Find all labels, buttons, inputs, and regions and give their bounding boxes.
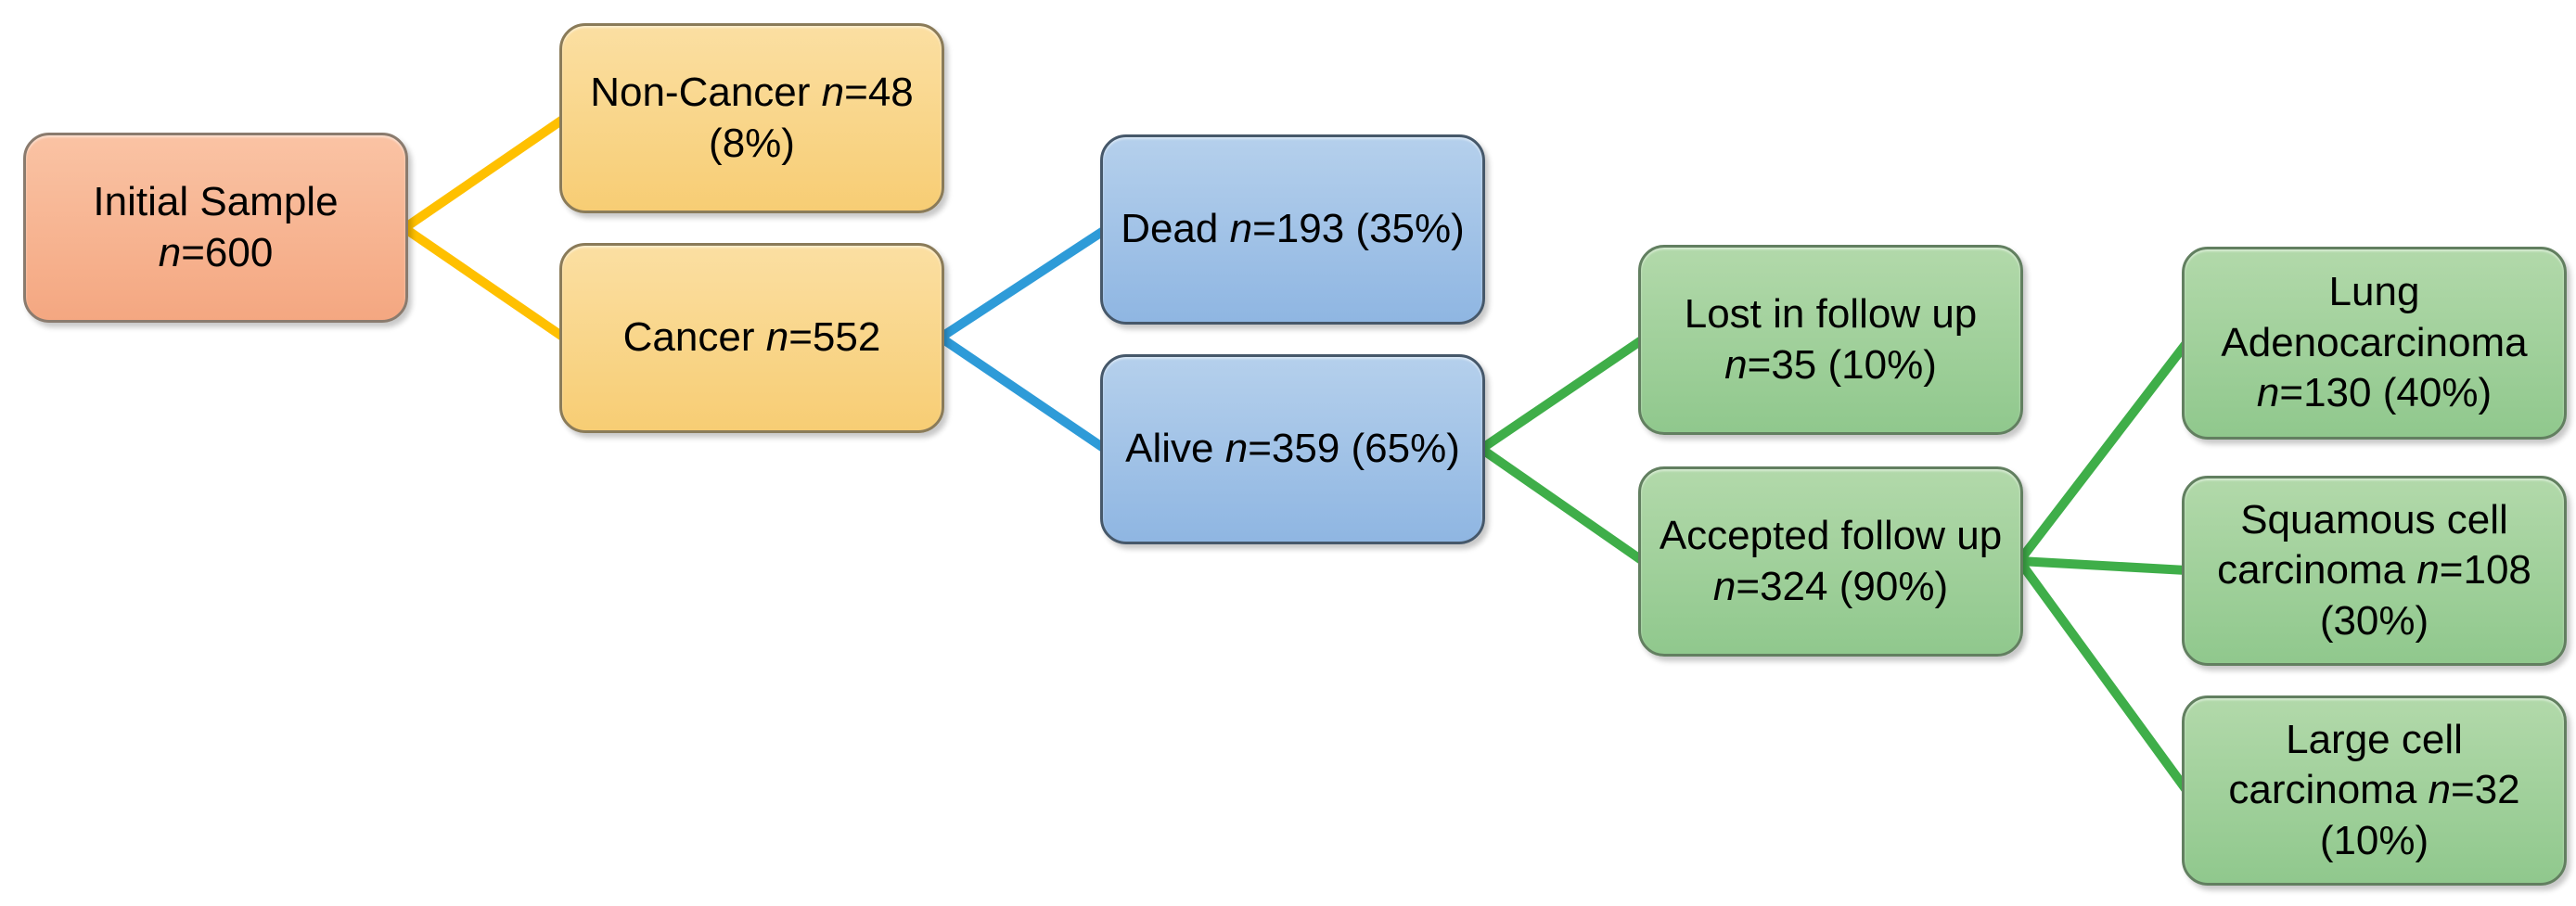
edge-cancer-to-dead (936, 225, 1109, 342)
node-dead: Dead n=193 (35%) (1100, 134, 1485, 325)
edge-accepted-to-lung-adenocarcinoma (2015, 338, 2191, 566)
edge-accepted-to-squamous-cell-carcinoma (2015, 556, 2191, 575)
node-alive: Alive n=359 (65%) (1100, 354, 1485, 544)
edge-initial-sample-to-cancer (400, 223, 569, 342)
edge-alive-to-accepted-follow-up (1477, 444, 1647, 566)
node-cancer: Cancer n=552 (559, 243, 944, 433)
edge-accepted-to-large-cell-carcinoma (2015, 556, 2191, 795)
edge-alive-to-lost-in-follow-up (1477, 335, 1647, 453)
edge-cancer-to-alive (936, 333, 1109, 453)
node-non-cancer: Non-Cancer n=48(8%) (559, 23, 944, 213)
edge-initial-sample-to-non-cancer (400, 114, 569, 233)
